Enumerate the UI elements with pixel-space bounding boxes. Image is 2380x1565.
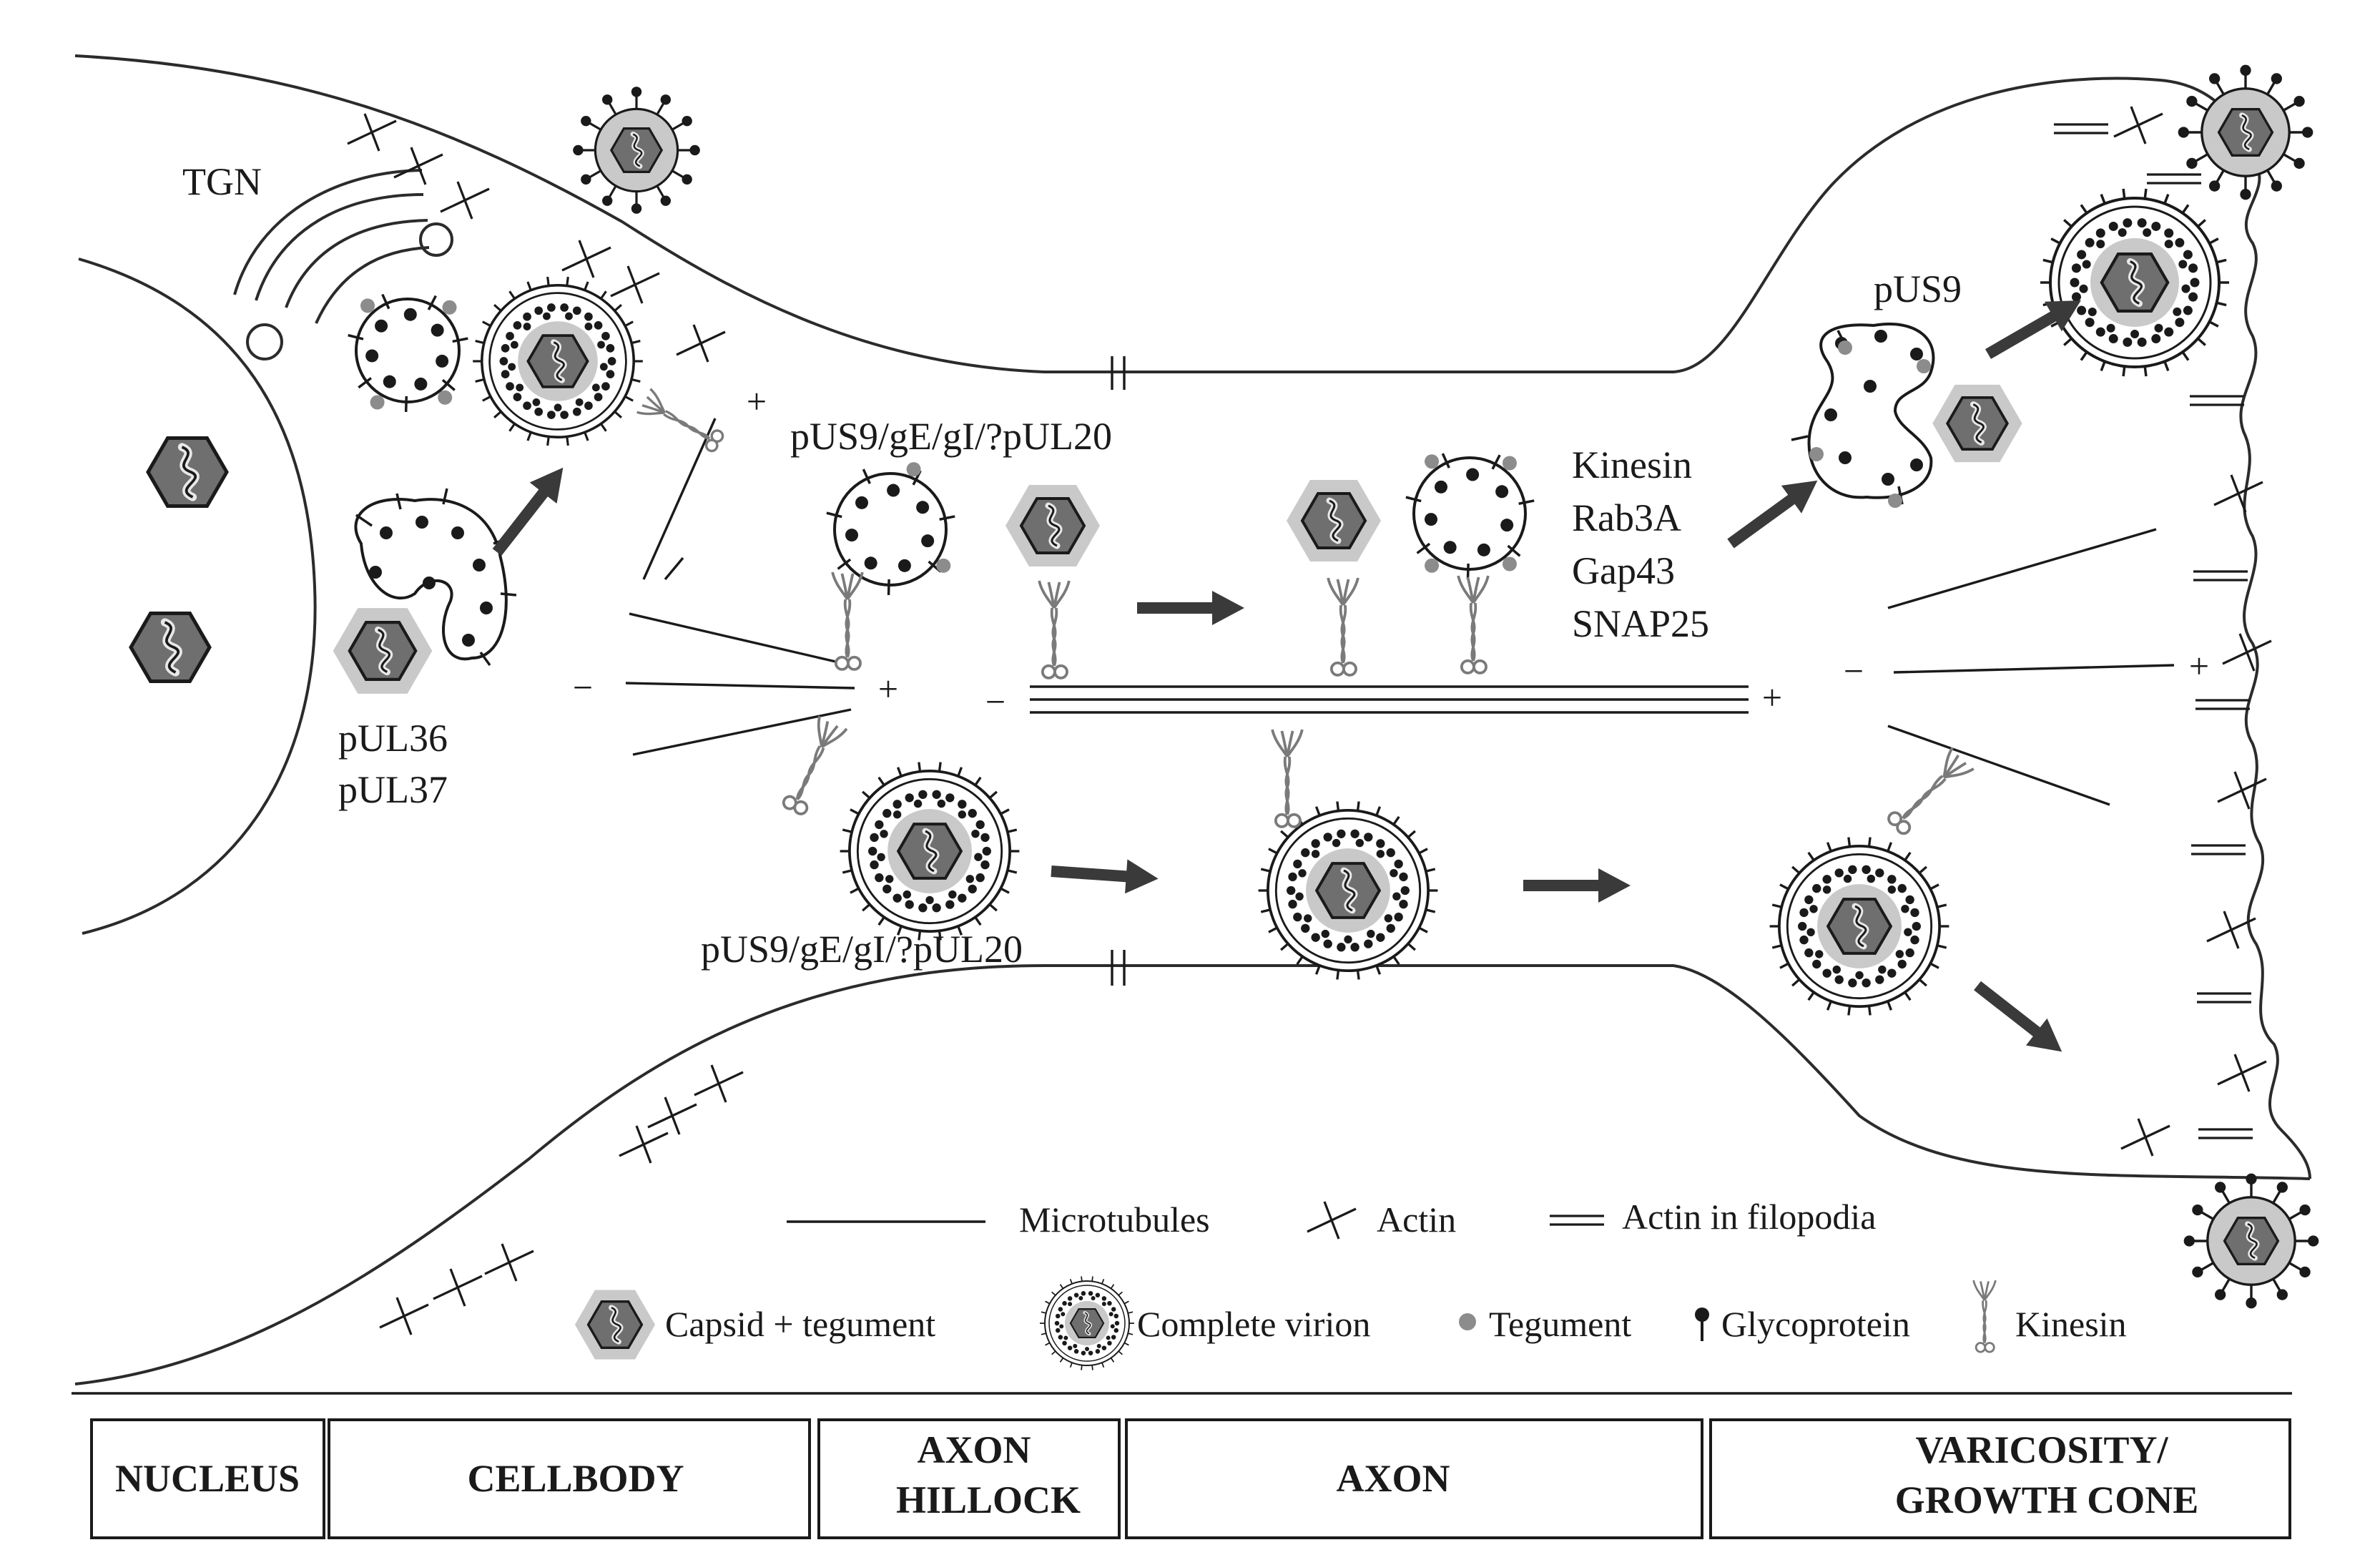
legend-capsid-tegument: Capsid + tegument (665, 1304, 935, 1344)
capsid-tegument-growth-cone (1932, 385, 2022, 462)
nucleus-capsid-1 (148, 438, 227, 506)
snap25-label: SNAP25 (1572, 602, 1709, 645)
minus-growth-cone: − (1844, 651, 1864, 691)
legend: Microtubules Actin Actin in filopodia Ca… (575, 1197, 2127, 1370)
legend-microtubules: Microtubules (1019, 1199, 1210, 1240)
kinesin-axon-lower (1271, 728, 1304, 828)
complex-label-lower: pUS9/gE/gI/?pUL20 (701, 928, 1023, 971)
pul36-label: pUL36 (338, 717, 448, 760)
region-axon-hillock-line1: AXON (918, 1428, 1031, 1471)
kinesin-axon-capsid-2 (1327, 577, 1359, 677)
virus-particles (131, 64, 2319, 1309)
gap43-label: Gap43 (1572, 549, 1675, 592)
region-varicosity-line2: GROWTH CONE (1895, 1478, 2199, 1521)
legend-glycoprotein: Glycoprotein (1721, 1304, 1910, 1344)
legend-complete-virion: Complete virion (1137, 1304, 1370, 1344)
complete-virion-tgn (473, 276, 643, 446)
separate-glycoprotein-vesicle (826, 462, 955, 596)
kinesin-axon-capsid-1 (1038, 579, 1071, 680)
kinesin-growth-cone (1882, 746, 1975, 839)
legend-kinesin: Kinesin (2015, 1304, 2127, 1344)
region-cellbody: CELLBODY (467, 1457, 684, 1500)
region-varicosity-box (1709, 1418, 2291, 1539)
legend-actin: Actin (1377, 1199, 1456, 1240)
region-varicosity-line1: VARICOSITY/ (1915, 1428, 2168, 1471)
legend-actin-swatch (1306, 1200, 1357, 1240)
nucleus-membrane (78, 257, 317, 935)
region-axon-hillock-box (817, 1418, 1121, 1539)
polarity-markers: − + + − + − + (573, 381, 2209, 722)
kinesin-hillock-upper (831, 571, 864, 671)
region-axon-hillock-line2: HILLOCK (896, 1478, 1081, 1521)
legend-kinesin-swatch (1972, 1279, 1997, 1353)
complete-virion-growth-cone-top (2040, 188, 2229, 377)
kinesin-hillock-lower (777, 715, 848, 818)
region-cellbody-box (328, 1418, 811, 1539)
extracellular-virion-growth-cone-top (2178, 64, 2313, 200)
capsid-tegument-axon-1 (1005, 485, 1100, 566)
actin-filaments (346, 105, 2273, 1336)
plus-hillock: + (878, 669, 898, 709)
region-nucleus-box (90, 1418, 325, 1539)
legend-capsid-swatch (575, 1290, 655, 1360)
extracellular-virion-top (573, 87, 700, 214)
complete-virion-hillock (840, 762, 1020, 941)
cell-membrane (74, 54, 2311, 1385)
complex-label-upper: pUS9/gE/gI/?pUL20 (790, 415, 1112, 458)
capsid-tegument-cellbody (333, 608, 433, 694)
minus-axon: − (985, 682, 1005, 722)
extracellular-virion-growth-cone-bottom (2183, 1173, 2319, 1309)
region-axon: AXON (1337, 1457, 1450, 1500)
legend-glycoprotein-swatch (1695, 1308, 1709, 1341)
capsid-tegument-axon-2 (1287, 480, 1381, 561)
kinesin-factor-label: Kinesin (1572, 443, 1692, 486)
complete-virion-axon (1258, 801, 1438, 980)
plus-cellbody: + (747, 381, 767, 421)
nucleus-capsid-2 (131, 614, 210, 682)
minus-cellbody: − (573, 667, 593, 707)
legend-virion-swatch (1040, 1276, 1134, 1370)
pus9-label: pUS9 (1874, 268, 1962, 310)
pus9-wrapping-vesicle (1791, 323, 1935, 508)
complete-virion-growth-cone (1769, 837, 1949, 1016)
kinesin-axon-vesicle (1457, 574, 1490, 674)
rab3a-label: Rab3A (1572, 496, 1681, 539)
tgn-golgi (233, 169, 453, 360)
glycoprotein-vesicle-tgn (348, 293, 468, 413)
plus-axon: + (1762, 677, 1782, 717)
tgn-label: TGN (182, 160, 262, 203)
legend-virion (1040, 1276, 1134, 1370)
legend-actin-filopodia: Actin in filopodia (1622, 1197, 1877, 1237)
wrapping-vesicle-cellbody (354, 488, 517, 667)
legend-tegument-swatch (1459, 1313, 1476, 1330)
region-nucleus: NUCLEUS (115, 1457, 300, 1500)
legend-tegument: Tegument (1489, 1304, 1631, 1344)
legend-filopodia-swatch (1548, 1215, 1605, 1226)
glycoprotein-vesicle-axon (1405, 453, 1535, 580)
microtubules (625, 418, 2175, 806)
region-axon-box (1125, 1418, 1703, 1539)
plus-growth-cone: + (2189, 646, 2209, 686)
pul37-label: pUL37 (338, 768, 448, 811)
region-bar: NUCLEUS CELLBODY AXON HILLOCK AXON VARIC… (72, 1392, 2292, 1539)
